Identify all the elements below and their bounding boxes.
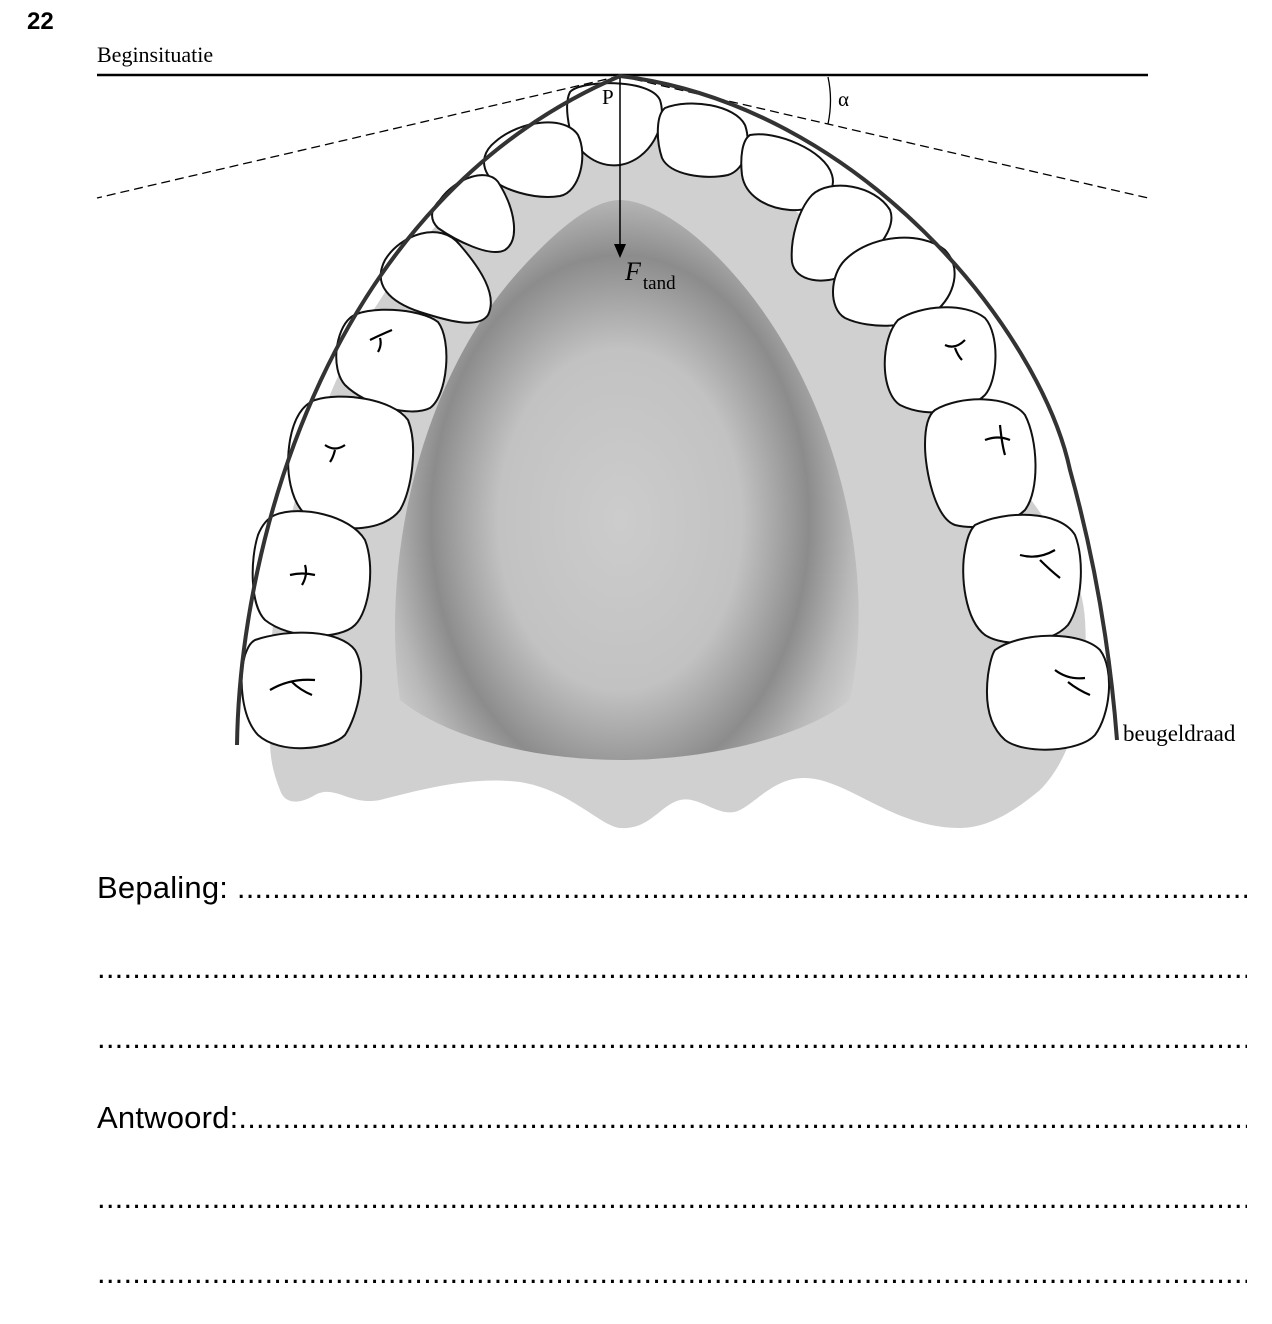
answer-dots: ........................................… bbox=[97, 950, 1247, 985]
tooth-left-5 bbox=[287, 395, 414, 530]
palate-shading bbox=[395, 200, 859, 760]
point-label: P bbox=[602, 85, 614, 109]
answer-line-4[interactable]: Antwoord:...............................… bbox=[97, 1100, 1247, 1136]
force-symbol: F bbox=[624, 257, 642, 286]
wire-label: beugeldraad bbox=[1123, 721, 1236, 746]
answer-line-label: Antwoord: bbox=[97, 1100, 239, 1135]
force-arrow-head bbox=[614, 244, 626, 258]
answer-line-1[interactable]: Bepaling: ..............................… bbox=[97, 870, 1247, 906]
answer-line-2[interactable]: ........................................… bbox=[97, 950, 1247, 986]
tooth-front-incisor bbox=[566, 82, 663, 167]
tooth-right-1 bbox=[656, 102, 749, 178]
braces-wire bbox=[235, 73, 1119, 746]
tooth-left-3 bbox=[379, 231, 492, 324]
question-number: 22 bbox=[27, 8, 54, 35]
answer-line-6[interactable]: ........................................… bbox=[97, 1255, 1247, 1291]
answer-dots: ........................................… bbox=[97, 1020, 1247, 1055]
angle-label: α bbox=[838, 87, 849, 111]
tooth-left-4 bbox=[335, 308, 448, 413]
answer-dots: ........................................… bbox=[97, 1180, 1247, 1215]
tangent-left bbox=[96, 75, 621, 199]
answer-line-3[interactable]: ........................................… bbox=[97, 1020, 1247, 1056]
answer-line-label: Bepaling: bbox=[97, 870, 237, 905]
tooth-right-6 bbox=[923, 398, 1037, 528]
answer-line-5[interactable]: ........................................… bbox=[97, 1180, 1247, 1216]
molar-fissures bbox=[269, 328, 1091, 697]
tooth-left-2 bbox=[431, 174, 516, 253]
angle-arc bbox=[827, 76, 832, 125]
diagram-title: Beginsituatie bbox=[97, 42, 213, 67]
answer-dots: ........................................… bbox=[236, 870, 1247, 905]
answer-dots: ........................................… bbox=[238, 1100, 1247, 1135]
tooth-right-8 bbox=[985, 634, 1111, 751]
tooth-right-2 bbox=[740, 133, 834, 212]
force-subscript: tand bbox=[643, 273, 676, 294]
tooth-right-5 bbox=[883, 306, 997, 414]
tooth-right-7 bbox=[962, 513, 1082, 644]
answer-dots: ........................................… bbox=[97, 1255, 1247, 1290]
teeth bbox=[240, 82, 1111, 751]
